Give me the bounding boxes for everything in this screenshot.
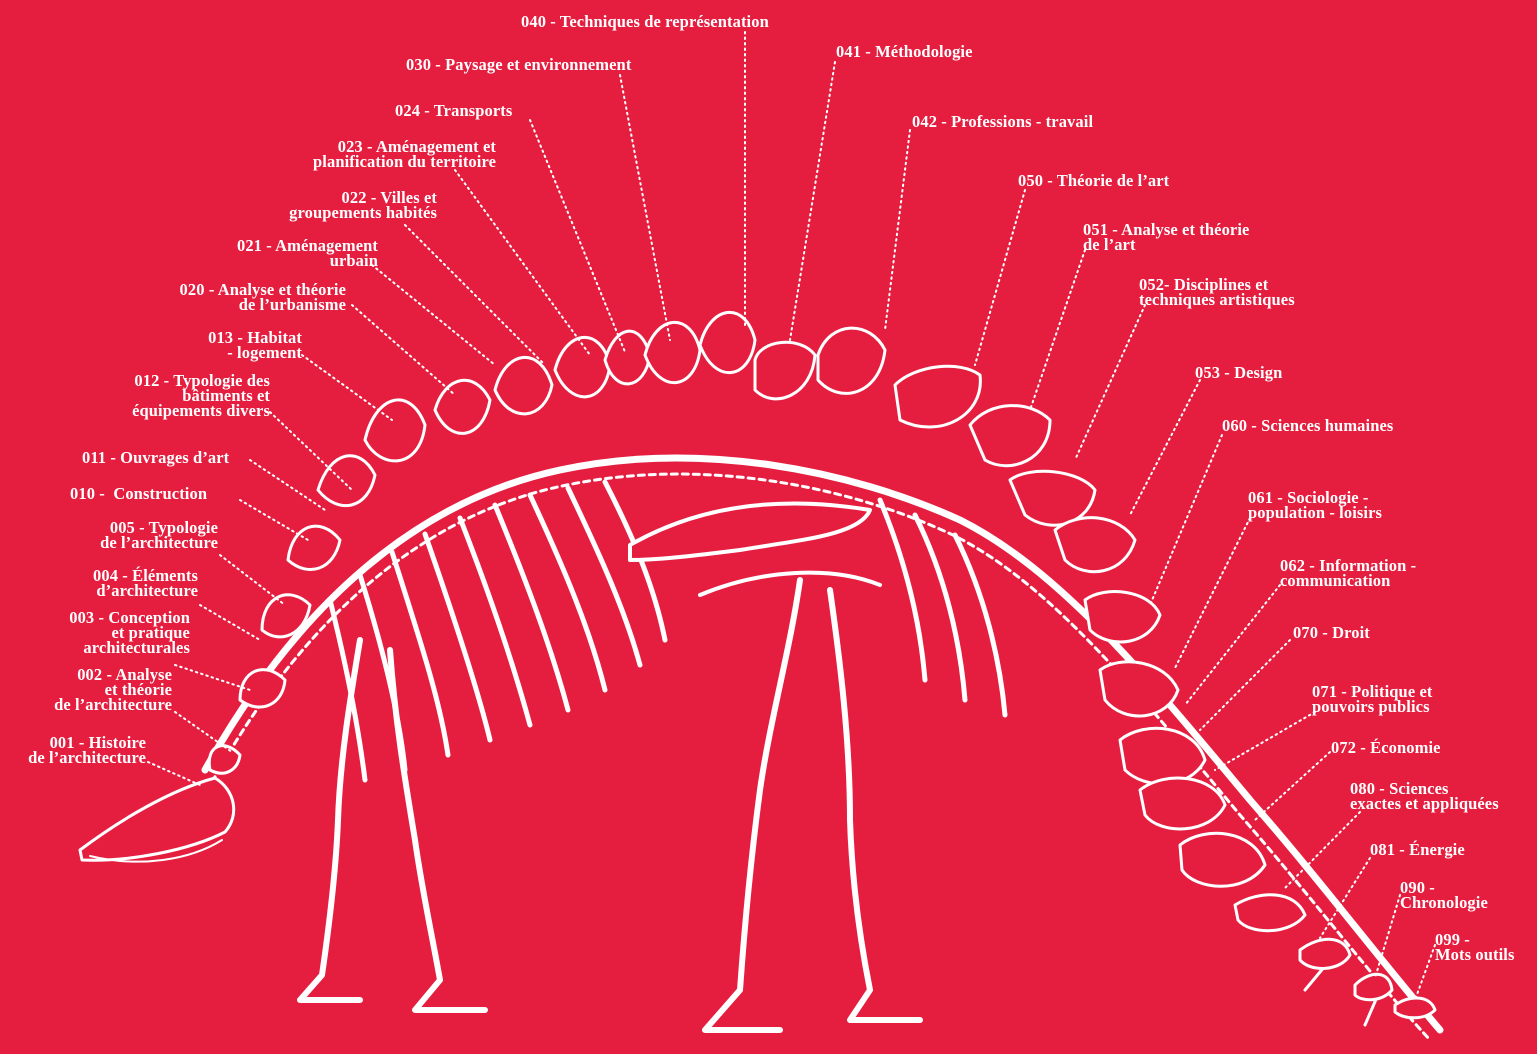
label-090-chronologie: 090 - Chronologie bbox=[1400, 880, 1488, 910]
label-001-histoire-architecture: 001 - Histoire de l’architecture bbox=[0, 735, 146, 765]
label-004-elements-architecture: 004 - Éléments d’architecture bbox=[0, 568, 198, 598]
label-053-design: 053 - Design bbox=[1195, 365, 1282, 380]
ilium bbox=[700, 573, 880, 595]
label-040-techniques-representation: 040 - Techniques de représentation bbox=[521, 14, 769, 29]
spine bbox=[205, 458, 1440, 1030]
label-024-transports: 024 - Transports bbox=[395, 103, 512, 118]
label-081-energie: 081 - Énergie bbox=[1370, 842, 1465, 857]
label-072-economie: 072 - Économie bbox=[1331, 740, 1441, 755]
label-061-sociologie-population: 061 - Sociologie - population - loisirs bbox=[1248, 490, 1382, 520]
label-005-typologie-architecture: 005 - Typologie de l’architecture bbox=[0, 520, 218, 550]
label-012-typologie-batiments: 012 - Typologie des bâtiments et équipem… bbox=[0, 373, 270, 418]
label-051-analyse-theorie-art: 051 - Analyse et théorie de l’art bbox=[1083, 222, 1249, 252]
label-011-ouvrages-art: 011 - Ouvrages d’art bbox=[82, 450, 229, 465]
label-050-theorie-art: 050 - Théorie de l’art bbox=[1018, 173, 1169, 188]
hind-leg-right bbox=[830, 590, 920, 1020]
label-071-politique-pouvoirs: 071 - Politique et pouvoirs publics bbox=[1312, 684, 1433, 714]
fore-leg-left bbox=[300, 640, 360, 1000]
label-062-information-communication: 062 - Information - communication bbox=[1280, 558, 1416, 588]
label-030-paysage-environnement: 030 - Paysage et environnement bbox=[406, 57, 631, 72]
label-041-methodologie: 041 - Méthodologie bbox=[836, 44, 973, 59]
pelvis bbox=[630, 503, 870, 560]
hind-leg-left bbox=[705, 580, 800, 1030]
skull bbox=[80, 778, 234, 860]
label-003-conception-pratique: 003 - Conception et pratique architectur… bbox=[0, 610, 190, 655]
label-022-villes-groupements: 022 - Villes et groupements habités bbox=[0, 190, 437, 220]
label-010-construction: 010 - Construction bbox=[70, 486, 207, 501]
label-070-droit: 070 - Droit bbox=[1293, 625, 1370, 640]
label-080-sciences-exactes: 080 - Sciences exactes et appliquées bbox=[1350, 781, 1499, 811]
label-023-amenagement-territoire: 023 - Aménagement et planification du te… bbox=[0, 139, 496, 169]
label-002-analyse-theorie-architecture: 002 - Analyse et théorie de l’architectu… bbox=[0, 667, 172, 712]
label-020-analyse-urbanisme: 020 - Analyse et théorie de l’urbanisme bbox=[0, 282, 346, 312]
label-052-disciplines-techniques: 052- Disciplines et techniques artistiqu… bbox=[1139, 277, 1295, 307]
label-060-sciences-humaines: 060 - Sciences humaines bbox=[1222, 418, 1393, 433]
label-013-habitat-logement: 013 - Habitat - logement bbox=[0, 330, 302, 360]
label-042-professions-travail: 042 - Professions - travail bbox=[912, 114, 1093, 129]
label-021-amenagement-urbain: 021 - Aménagement urbain bbox=[0, 238, 378, 268]
label-099-mots-outils: 099 - Mots outils bbox=[1435, 932, 1514, 962]
